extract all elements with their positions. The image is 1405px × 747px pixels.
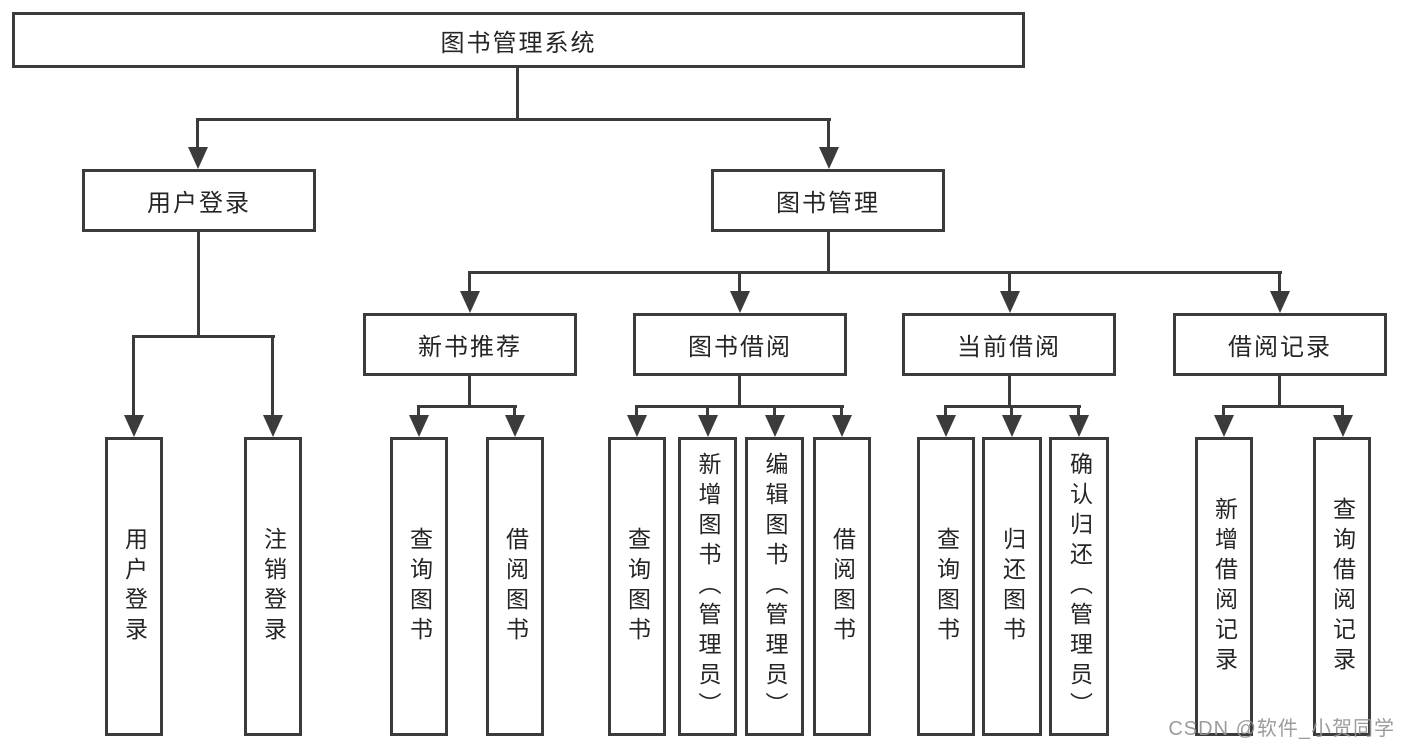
connector-user-login-rail (132, 335, 275, 338)
arrow-to-new-book-recommendation (459, 271, 480, 313)
node-current-borrowing: 当前借阅 (902, 313, 1116, 376)
arrow-current-return (1001, 405, 1022, 437)
connector-book-management-stem (827, 232, 830, 274)
connector-current-borrowing-stem (1008, 376, 1011, 407)
leaf-current-query-books: 查询图书 (917, 437, 975, 736)
watermark: CSDN @软件_小贺同学 (1168, 718, 1395, 740)
leaf-newbook-borrow-books: 借阅图书 (486, 437, 544, 736)
arrow-to-leaf-logout (262, 335, 283, 437)
node-borrowing-records: 借阅记录 (1173, 313, 1387, 376)
node-new-book-recommendation: 新书推荐 (363, 313, 577, 376)
leaf-records-add-record: 新增借阅记录 (1195, 437, 1253, 736)
leaf-records-query-record: 查询借阅记录 (1313, 437, 1371, 736)
connector-book-borrowing-rail (636, 405, 844, 408)
node-book-management: 图书管理 (711, 169, 945, 232)
connector-level2-rail (196, 118, 831, 121)
arrow-records-add (1213, 405, 1234, 437)
leaf-current-return-books: 归还图书 (982, 437, 1042, 736)
arrow-current-query (935, 405, 956, 437)
leaf-user-login: 用户登录 (105, 437, 163, 736)
arrow-to-borrowing-records (1269, 271, 1290, 313)
leaf-borrowing-edit-books-admin: 编辑图书（管理员） (745, 437, 804, 736)
arrow-to-book-borrowing (729, 271, 750, 313)
connector-level3-rail (469, 271, 1282, 274)
arrow-to-user-login (187, 118, 208, 169)
arrow-borrowing-edit (764, 405, 785, 437)
connector-records-rail (1223, 405, 1344, 408)
connector-new-book-rail (418, 405, 517, 408)
connector-current-borrowing-rail (945, 405, 1081, 408)
connector-new-book-stem (468, 376, 471, 407)
leaf-borrowing-borrow-books: 借阅图书 (813, 437, 871, 736)
node-book-borrowing: 图书借阅 (633, 313, 847, 376)
arrow-to-leaf-user-login (123, 335, 144, 437)
arrow-borrowing-query (626, 405, 647, 437)
node-user-login: 用户登录 (82, 169, 316, 232)
arrow-current-confirm (1068, 405, 1089, 437)
connector-root-stem (516, 68, 519, 120)
arrow-borrowing-add (697, 405, 718, 437)
connector-book-borrowing-stem (738, 376, 741, 407)
leaf-current-confirm-return-admin: 确认归还（管理员） (1049, 437, 1109, 736)
leaf-logout: 注销登录 (244, 437, 302, 736)
leaf-newbook-query-books: 查询图书 (390, 437, 448, 736)
arrow-to-current-borrowing (999, 271, 1020, 313)
arrow-newbook-query (408, 405, 429, 437)
arrow-records-query (1332, 405, 1353, 437)
connector-user-login-stem (197, 232, 200, 338)
connector-records-stem (1278, 376, 1281, 407)
leaf-borrowing-query-books: 查询图书 (608, 437, 666, 736)
node-root: 图书管理系统 (12, 12, 1025, 68)
arrow-to-book-management (818, 118, 839, 169)
arrow-borrowing-borrow (831, 405, 852, 437)
arrow-newbook-borrow (504, 405, 525, 437)
leaf-borrowing-add-books-admin: 新增图书（管理员） (678, 437, 737, 736)
